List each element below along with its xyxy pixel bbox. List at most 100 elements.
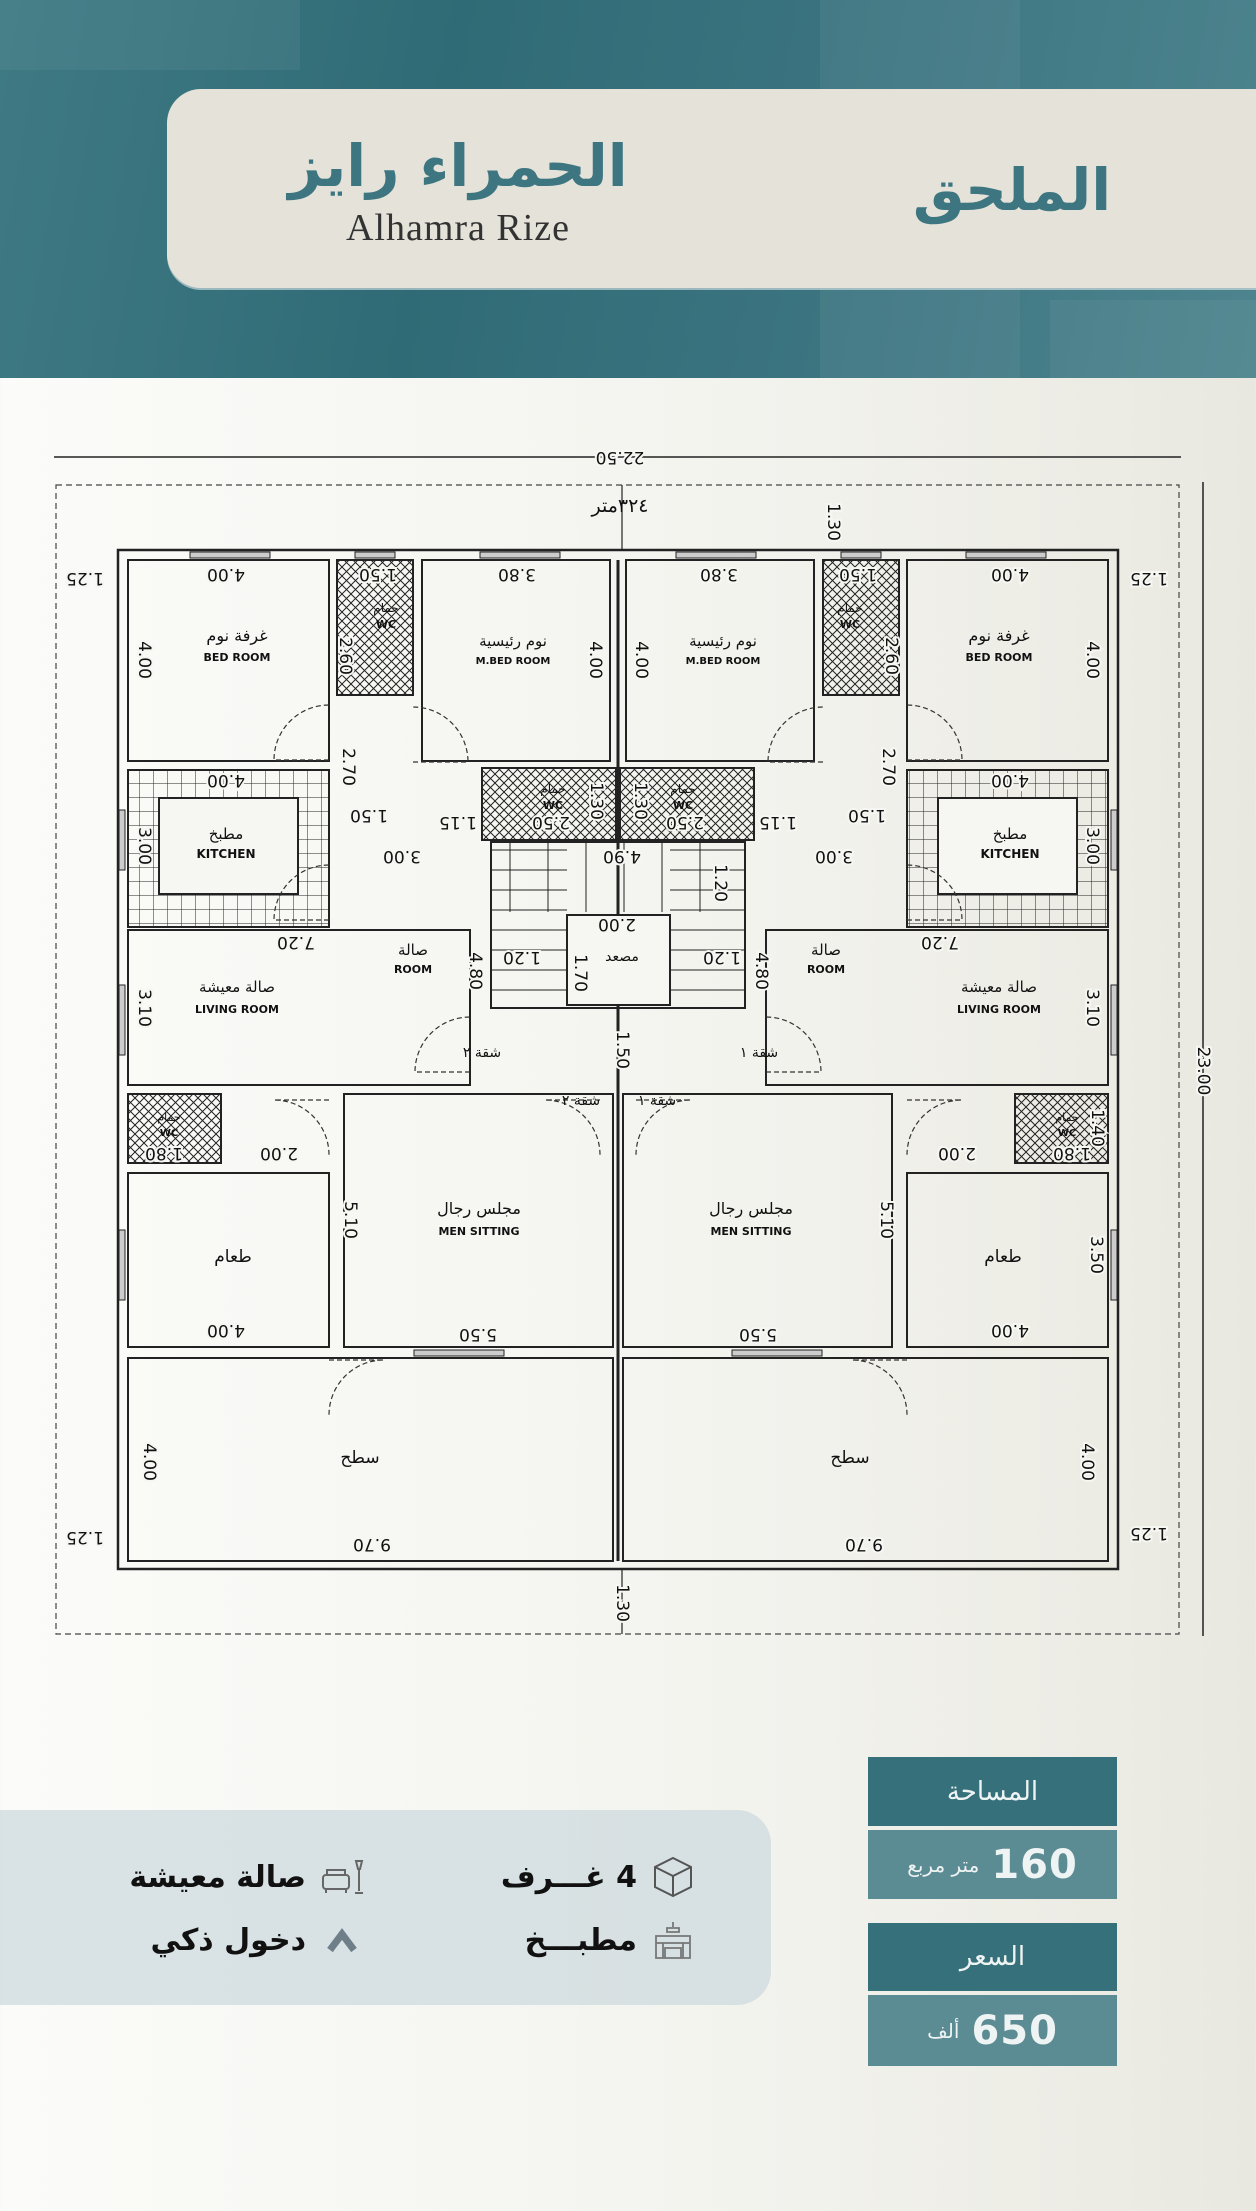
room-label-wc-en: WC [840,618,860,631]
dimension-label: 4.80 [751,952,771,990]
chevron-up-icon [320,1918,364,1962]
sofa-lamp-icon [320,1855,364,1899]
window [965,551,1047,559]
dimension-label: 2.00 [598,914,636,934]
dimension-label: 4.00 [207,564,245,584]
room-label-men-sitting-en: MEN SITTING [710,1225,791,1238]
decor-facet [0,0,300,70]
dimension-label: 1.25 [1130,568,1168,588]
dimension-label: 4.00 [585,641,605,679]
door-swing [906,704,963,761]
dimension-label: 7.20 [277,932,315,952]
dimension-label: 1.50 [848,805,886,825]
apartment-2-label: شقة ٢ [562,1093,600,1109]
window [118,984,126,1056]
room-label-wc: حمام [670,782,695,796]
window [413,1349,505,1357]
dimension-label: 4.00 [991,1320,1029,1340]
left-unit-labels: غرفة نوم BED ROOM حمام WC نوم رئيسية M.B… [157,601,600,1468]
room-label-bedroom: غرفة نوم [206,626,267,646]
window [189,551,271,559]
project-name-ar: الحمراء رايز [288,132,628,200]
dimension-label: 9.70 [845,1534,883,1554]
dimension-label: 1.50 [839,564,877,584]
plot-boundary [55,484,1180,1635]
room-wc [481,767,617,841]
window [118,809,126,871]
kitchen-island [937,797,1078,895]
decor-facet [1050,300,1256,378]
room-wc [336,559,414,696]
dimension-label: 1.30 [586,782,606,820]
dimension-label: 1.50 [359,564,397,584]
dimension-label: 1.80 [1053,1143,1091,1163]
room-dining-room [906,1172,1109,1348]
room-bedroom [906,559,1109,762]
kitchen-island [158,797,299,895]
door-swing [906,1099,963,1156]
dimension-label: 1.30 [612,1584,632,1622]
dimension-label: 3.10 [1082,989,1102,1027]
room-dining-room [127,1172,330,1348]
dimension-label: 1.15 [439,812,477,832]
dimension-label: 2.00 [260,1143,298,1163]
room-label-bedroom-en: BED ROOM [966,651,1033,664]
room-label-wc-en: WC [160,1128,178,1139]
feature-rooms: 4 غـــرف [501,1855,695,1899]
feature-label: مطبـــخ [524,1922,637,1958]
window [1110,1229,1118,1301]
room-label-wc: حمام [157,1111,180,1124]
room-label-hall-en: ROOM [394,963,432,976]
room-living-room [127,929,471,1086]
door-swing [273,704,330,761]
door-swing [851,1359,908,1416]
room-label-master-bedroom-en: M.BED ROOM [476,656,551,667]
dimension-label: 2.70 [338,748,358,786]
room-label-master-bedroom: نوم رئيسية [479,632,547,650]
dimension-label: 3.50 [1086,1236,1106,1274]
section-name: الملحق [912,156,1112,224]
room-label-wc-en: WC [376,618,396,631]
door-swing [906,864,963,921]
room-label-hall: صالة [811,941,841,959]
dimension-label: 5.10 [340,1201,360,1239]
window [1110,809,1118,871]
area-value: 160 متر مربع [868,1830,1117,1899]
dimension-label: 5.50 [459,1324,497,1344]
room-master-bedroom [625,559,815,762]
building-outer-wall [116,548,1120,1571]
dimension-label: 1.20 [710,864,730,902]
dimension-label: 7.20 [921,932,959,952]
window [675,551,757,559]
price-number: 650 [971,2007,1058,2054]
dimension-label: 3.00 [134,827,154,865]
feature-living-room: صالة معيشة [129,1855,364,1899]
dimension-label: 4.00 [631,641,651,679]
feature-label: صالة معيشة [129,1859,306,1895]
dimension-label: 1.50 [350,805,388,825]
price-value: 650 ألف [868,1995,1117,2066]
right-unit-labels: غرفة نوم BED ROOM حمام WC نوم رئيسية M.B… [638,601,1079,1468]
dimension-label: 4.00 [1077,1443,1097,1481]
dimension-label: 1.50 [612,1031,632,1069]
feature-label: دخول ذكي [150,1922,307,1958]
room-label-wc: حمام [837,601,862,615]
apartment-1-label: شقة ١ [638,1093,676,1109]
room-label-wc: حمام [1055,1111,1078,1124]
plot-area-label: ٣٢٤متر [590,495,648,517]
dimension-label: 4.00 [991,770,1029,790]
room-label-men-sitting: مجلس رجال [709,1199,793,1219]
room-wc [619,767,755,841]
room-label-kitchen-en: KITCHEN [196,847,255,861]
room-label-master-bedroom: نوم رئيسية [689,632,757,650]
feature-smart-entry: دخول ذكي [151,1918,365,1962]
room-label-hall-en: ROOM [807,963,845,976]
room-men-sitting [622,1093,893,1348]
area-label: المساحة [868,1757,1117,1826]
room-label-kitchen: مطبخ [209,825,244,843]
dimension-label: 5.10 [876,1201,896,1239]
dimension-label: 2.70 [878,748,898,786]
room-label-kitchen: مطبخ [993,825,1028,843]
room-label-dining: طعام [984,1247,1021,1267]
dimension-label: 1.30 [823,503,843,541]
